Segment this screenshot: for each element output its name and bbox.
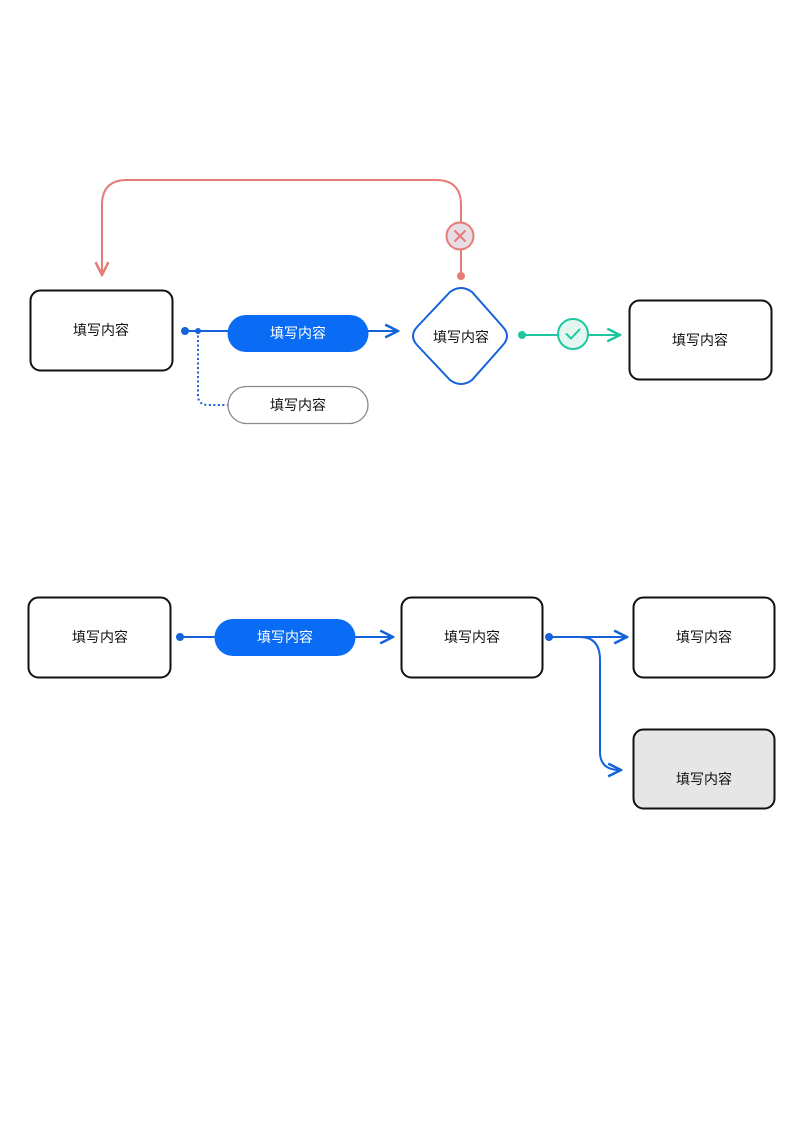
flow2-branch-b-connector bbox=[579, 636, 621, 770]
reject-loop-dot bbox=[457, 272, 465, 280]
flow1-end-label: 填写内容 bbox=[672, 332, 728, 349]
flow-2: 填写内容 填写内容 填写内容 填写内容 填写内容 bbox=[27, 596, 776, 810]
flow2-branch-b-node[interactable]: 填写内容 bbox=[632, 728, 776, 810]
close-icon bbox=[454, 230, 466, 242]
flow1-end-node[interactable]: 填写内容 bbox=[628, 299, 773, 381]
check-icon bbox=[565, 328, 581, 340]
flow2-branch-b-label: 填写内容 bbox=[676, 771, 732, 788]
flow2-middle-label: 填写内容 bbox=[444, 629, 500, 646]
flow1-alt-connector bbox=[197, 331, 228, 406]
approve-badge[interactable] bbox=[557, 318, 589, 350]
flow1-alt-pill[interactable]: 填写内容 bbox=[227, 385, 369, 425]
flow1-start-node[interactable]: 填写内容 bbox=[29, 289, 174, 372]
flow1-decision-node[interactable]: 填写内容 bbox=[412, 287, 508, 385]
flow2-action-pill[interactable]: 填写内容 bbox=[214, 619, 356, 656]
flow2-start-label: 填写内容 bbox=[72, 629, 128, 646]
flow-1: 填写内容 填写内容 填写内容 填写内容 填写 bbox=[29, 179, 773, 425]
flow2-middle-node[interactable]: 填写内容 bbox=[400, 596, 544, 679]
flow2-branch-a-label: 填写内容 bbox=[676, 629, 732, 646]
reject-badge[interactable] bbox=[445, 221, 475, 251]
flow1-start-label: 填写内容 bbox=[73, 322, 129, 339]
reject-loop-connector bbox=[102, 179, 462, 275]
flow1-action-pill[interactable]: 填写内容 bbox=[227, 315, 369, 352]
flow2-branch-a-node[interactable]: 填写内容 bbox=[632, 596, 776, 679]
flow2-start-node[interactable]: 填写内容 bbox=[27, 596, 172, 679]
flow1-action-label: 填写内容 bbox=[270, 325, 326, 342]
flow1-decision-label: 填写内容 bbox=[433, 329, 489, 346]
flow2-action-label: 填写内容 bbox=[257, 629, 313, 646]
flow1-alt-label: 填写内容 bbox=[270, 397, 326, 414]
